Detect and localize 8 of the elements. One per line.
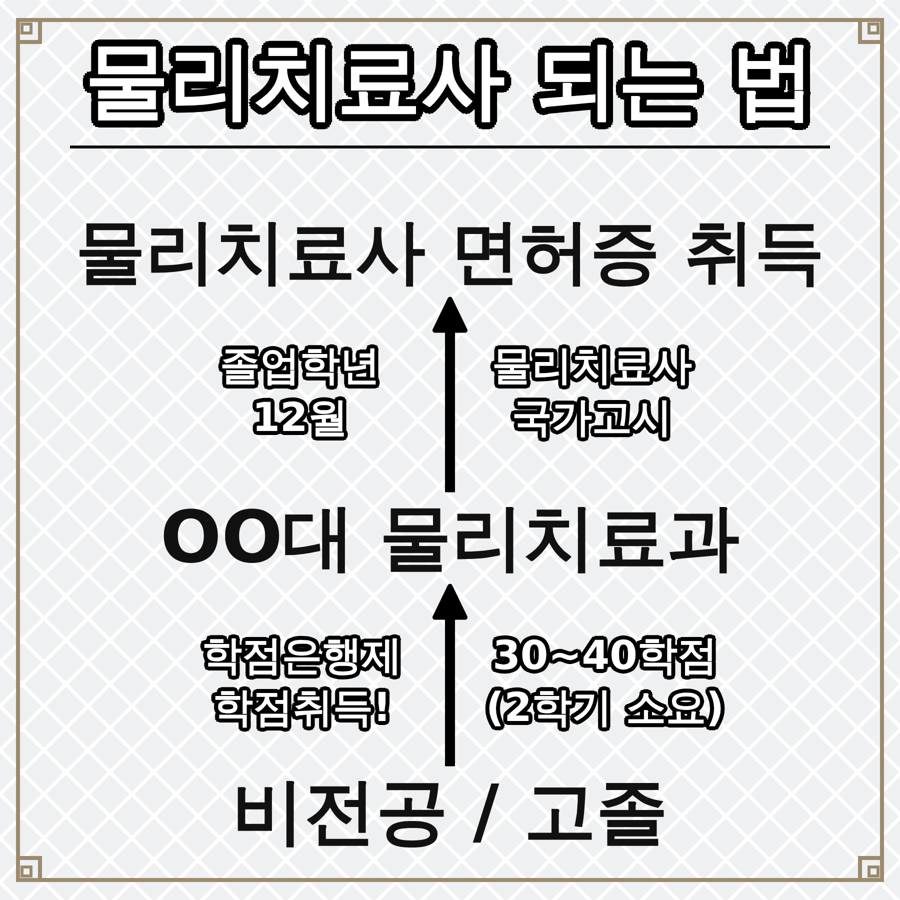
note-text: 학점은행제 학점취득! (201, 632, 403, 734)
step-text: OO대 물리치료과 (160, 500, 740, 576)
arrow (432, 584, 468, 766)
note-text: 30~40학점 (2학기 소요) (484, 632, 726, 734)
step-text: 비전공 / 고졸 (232, 774, 668, 850)
arrow (432, 296, 468, 492)
step-text: 물리치료사 면허증 취득 (76, 215, 824, 289)
note-text: 졸업학년 12월 (219, 342, 381, 443)
